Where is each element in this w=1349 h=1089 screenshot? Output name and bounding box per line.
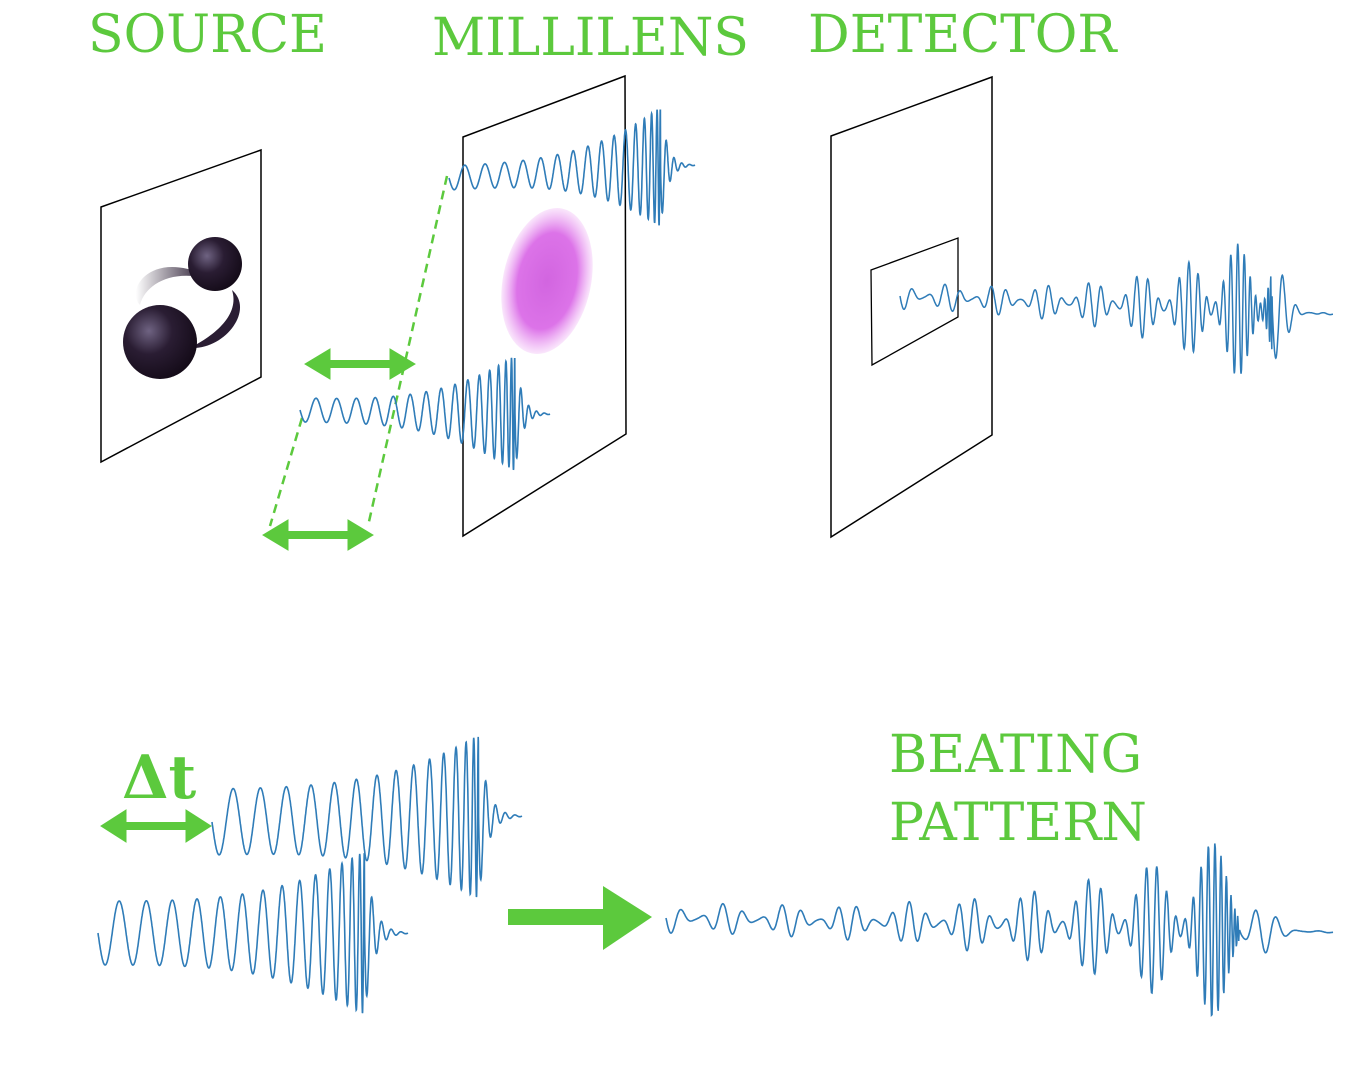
beating-pattern-label-line1: BEATING <box>889 725 1142 785</box>
beating-waveform-detector <box>899 243 1333 374</box>
detector-panel <box>830 75 993 539</box>
millilens-panel <box>462 74 627 538</box>
delay-guide-line-right <box>366 175 449 527</box>
beating-waveform <box>665 843 1334 1017</box>
double-arrow-icon <box>262 519 374 551</box>
chirp-waveform-lensed-upper <box>448 109 696 226</box>
delay-guide-line-left <box>268 417 304 527</box>
right-arrow-icon <box>508 886 652 950</box>
chirp-waveform-original <box>97 853 409 1014</box>
double-arrow-icon <box>100 809 212 843</box>
detector-label: DETECTOR <box>808 5 1118 65</box>
delta-t-label: Δt <box>122 743 197 813</box>
source-label: SOURCE <box>88 5 327 65</box>
millilens-blob <box>501 208 593 354</box>
double-arrow-icon <box>304 348 416 380</box>
detector-window <box>870 237 959 367</box>
beating-pattern-label-line2: PATTERN <box>889 793 1147 853</box>
millilens-label: MILLILENS <box>432 8 749 68</box>
chirp-waveform-delayed <box>211 736 523 898</box>
source-panel <box>100 148 262 464</box>
chirp-waveform-lensed-lower <box>299 357 551 471</box>
binary-black-hole-icon <box>123 237 242 379</box>
